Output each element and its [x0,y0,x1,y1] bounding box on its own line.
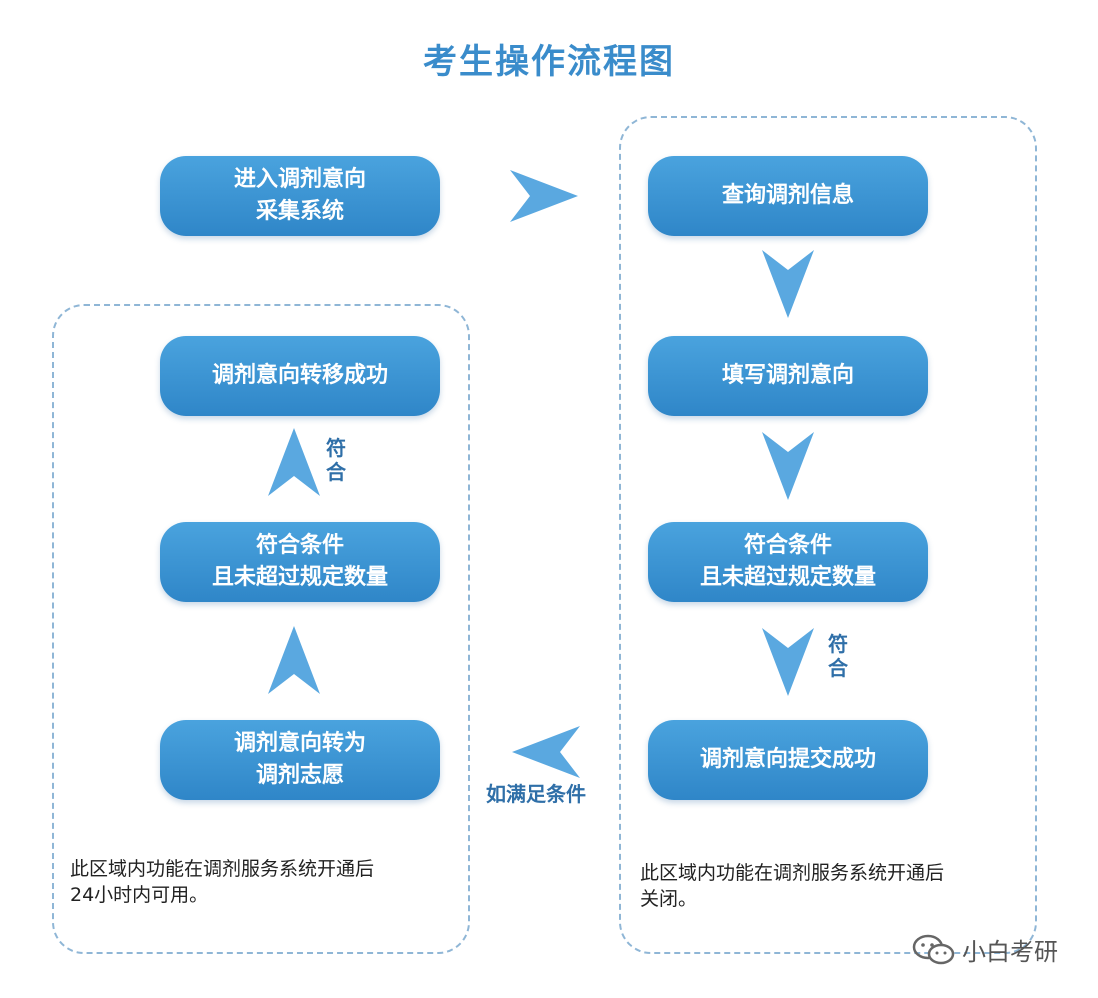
edge-label-left-meets-char-1: 符 [326,436,346,460]
node-convert-to-volunteer-line-2: 调剂志愿 [255,763,344,788]
edge-label-right-meets-char-1: 符 [828,632,848,656]
page-title: 考生操作流程图 [423,42,675,82]
note-right-line-2: 关闭。 [640,888,698,910]
node-query-info-line-1: 查询调剂信息 [721,183,854,208]
node-submit-success-line-1: 调剂意向提交成功 [699,747,876,772]
note-right-line-1: 此区域内功能在调剂服务系统开通后 [640,862,945,884]
arrow-left-icon [512,726,580,778]
arrow-up-icon [268,428,320,496]
note-left-line-2: 24小时内可用。 [70,884,209,906]
note-left-line-1: 此区域内功能在调剂服务系统开通后 [70,858,375,880]
edge-label-right-meets-char-2: 合 [828,656,848,680]
node-enter-system: 进入调剂意向 采集系统 [160,156,440,236]
edge-label-left-meets-char-2: 合 [326,460,346,484]
node-right-condition-line-1: 符合条件 [743,533,832,558]
left-region [52,304,470,954]
wechat-icon [912,934,955,964]
arrow-up-icon [268,626,320,694]
node-enter-system-line-2: 采集系统 [255,199,344,224]
node-query-info: 查询调剂信息 [648,156,928,236]
node-convert-to-volunteer-line-1: 调剂意向转为 [233,731,366,756]
right-region [619,116,1037,954]
watermark-text: 小白考研 [962,938,1058,966]
node-convert-to-volunteer: 调剂意向转为 调剂志愿 [160,720,440,800]
node-transfer-success: 调剂意向转移成功 [160,336,440,416]
node-submit-success: 调剂意向提交成功 [648,720,928,800]
node-left-condition: 符合条件 且未超过规定数量 [160,522,440,602]
edge-label-right-meets: 符 合 [826,632,850,680]
node-right-condition: 符合条件 且未超过规定数量 [648,522,928,602]
edge-label-if-conditions-met: 如满足条件 [486,782,586,806]
node-transfer-success-line-1: 调剂意向转移成功 [211,363,388,388]
arrow-down-icon [762,628,814,696]
note-left-region: 此区域内功能在调剂服务系统开通后 24小时内可用。 [70,856,460,908]
node-enter-system-line-1: 进入调剂意向 [233,167,366,192]
node-left-condition-line-1: 符合条件 [255,533,344,558]
node-fill-intent: 填写调剂意向 [648,336,928,416]
arrow-down-icon [762,250,814,318]
watermark: 小白考研 [912,932,1058,967]
note-right-region: 此区域内功能在调剂服务系统开通后 关闭。 [640,860,1030,912]
node-fill-intent-line-1: 填写调剂意向 [721,363,854,388]
arrow-right-icon [510,170,578,222]
node-right-condition-line-2: 且未超过规定数量 [699,565,876,590]
arrow-down-icon [762,432,814,500]
node-left-condition-line-2: 且未超过规定数量 [211,565,388,590]
edge-label-left-meets: 符 合 [324,436,348,484]
